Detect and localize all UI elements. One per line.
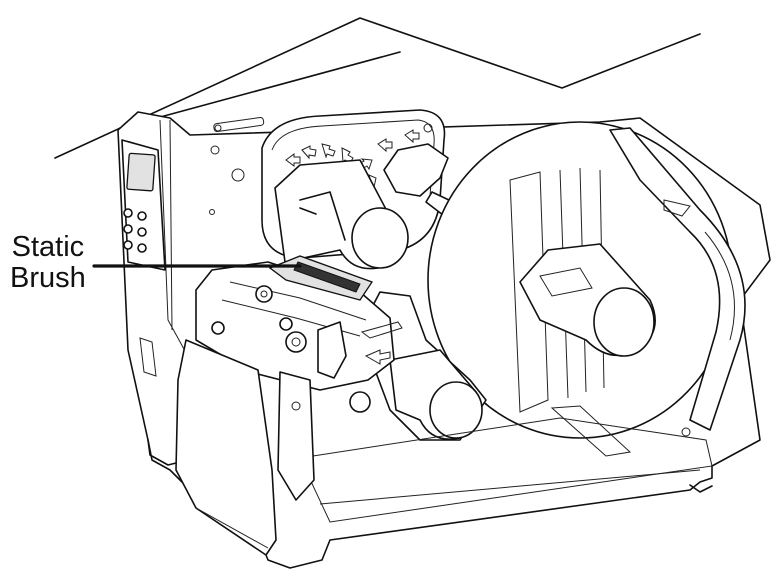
panel-button [137,211,147,221]
ribbon-spindle [383,143,449,197]
callout-line-1: Static [11,231,85,263]
panel-button [137,227,147,237]
cover-outline [54,17,701,159]
media-floor [299,417,713,523]
display-screen [126,152,156,192]
static-brush-label: Static Brush [10,232,86,294]
panel-button [123,240,133,250]
panel-button [123,208,133,218]
panel-button [137,243,147,253]
front-door [175,339,277,556]
callout-line-2: Brush [10,262,86,294]
media-guide [609,127,746,431]
panel-button [123,224,133,234]
